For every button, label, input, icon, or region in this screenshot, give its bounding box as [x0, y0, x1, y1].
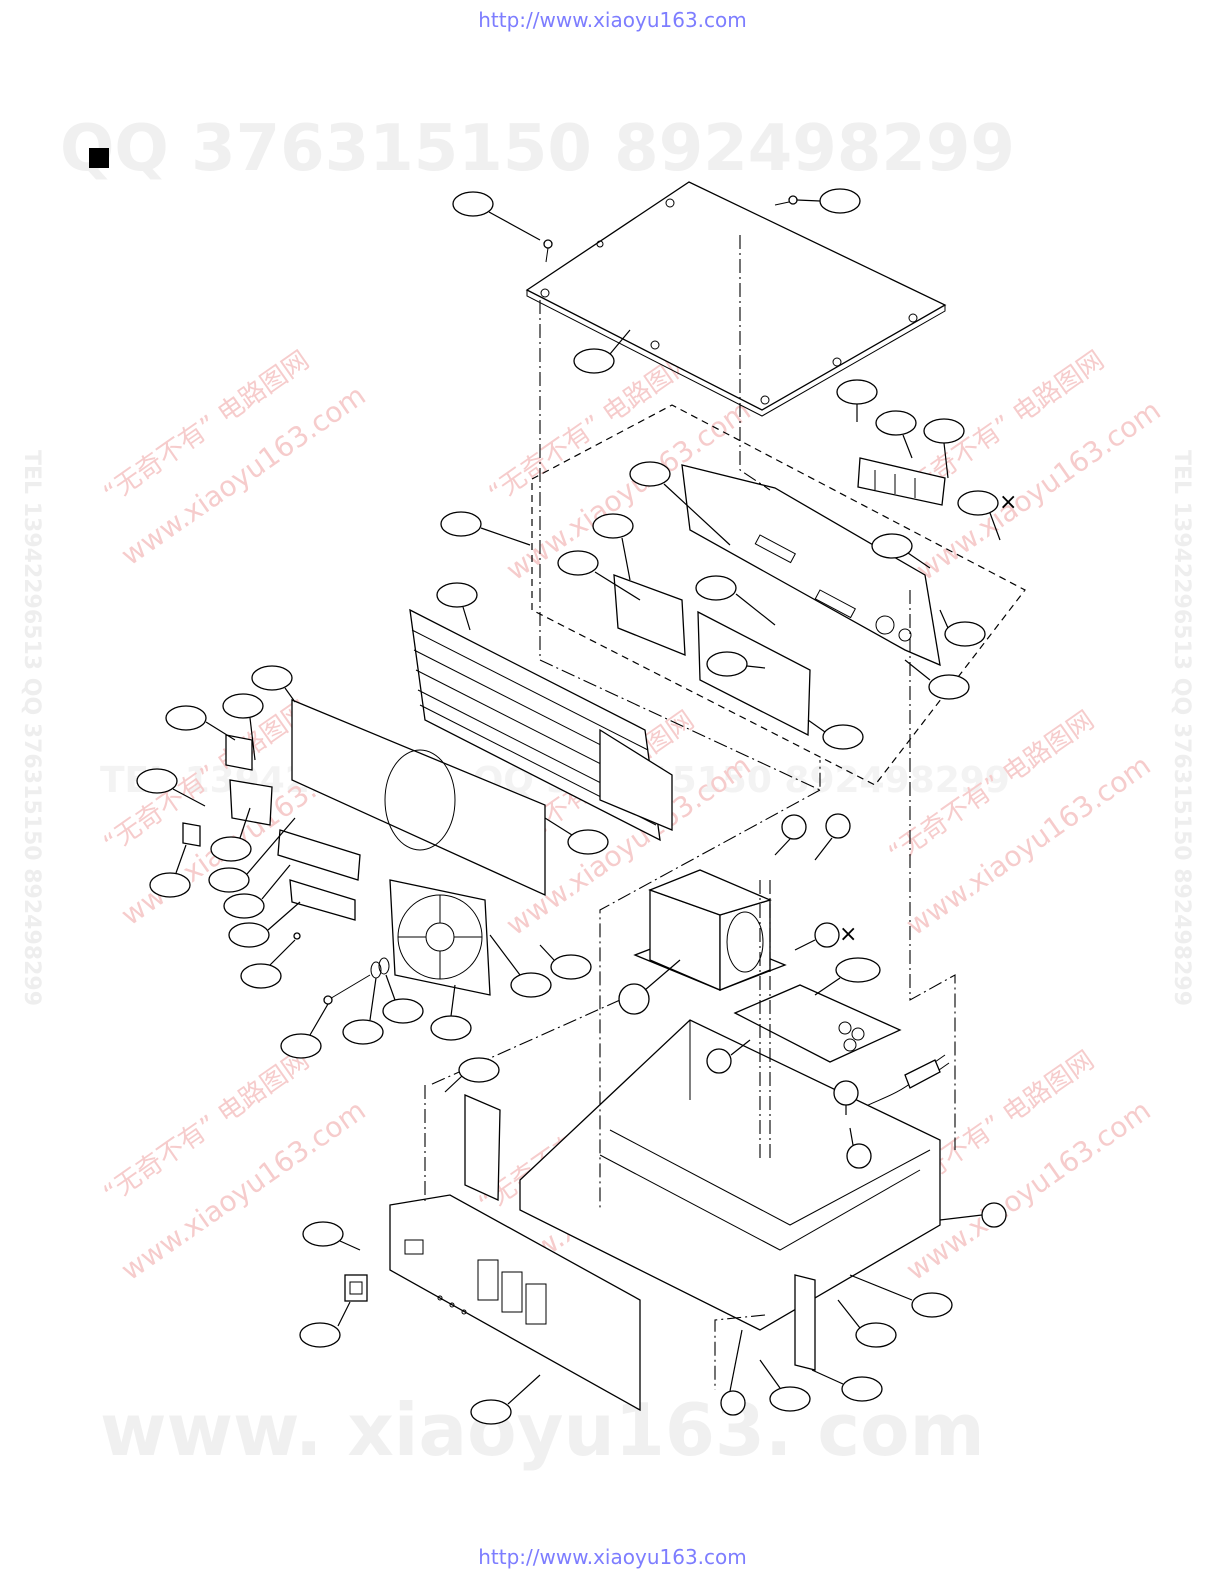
header-url[interactable]: http://www.xiaoyu163.com — [478, 8, 747, 32]
watermark-bottom-site: www. xiaoyu163. com — [100, 1388, 985, 1472]
rear-bracket — [794, 1274, 816, 1371]
fan-bracket — [291, 699, 546, 897]
square-marker-icon — [89, 148, 109, 168]
watermark-qq: QQ 376315150 892498299 — [60, 112, 1015, 186]
callout-labels — [136, 188, 1007, 1425]
rear-panel-board — [681, 464, 941, 667]
heat-sink — [409, 608, 673, 842]
top-cover — [525, 181, 947, 417]
screw-icon — [543, 195, 798, 263]
fan-screw-set — [293, 932, 390, 1005]
power-button — [344, 1274, 368, 1302]
terminal-block — [857, 457, 946, 506]
front-panel — [389, 1194, 641, 1412]
switch-bracket — [182, 734, 361, 921]
power-plug-icon — [841, 1054, 950, 1129]
footer-url[interactable]: http://www.xiaoyu163.com — [478, 1545, 747, 1569]
amp-board — [697, 610, 811, 737]
power-supply-board — [733, 984, 902, 1063]
x-mark-2: × — [839, 922, 858, 947]
x-mark-1: × — [999, 490, 1018, 515]
transformer-icon — [633, 869, 787, 991]
cooling-fan-icon — [389, 879, 491, 996]
input-board — [613, 574, 686, 656]
